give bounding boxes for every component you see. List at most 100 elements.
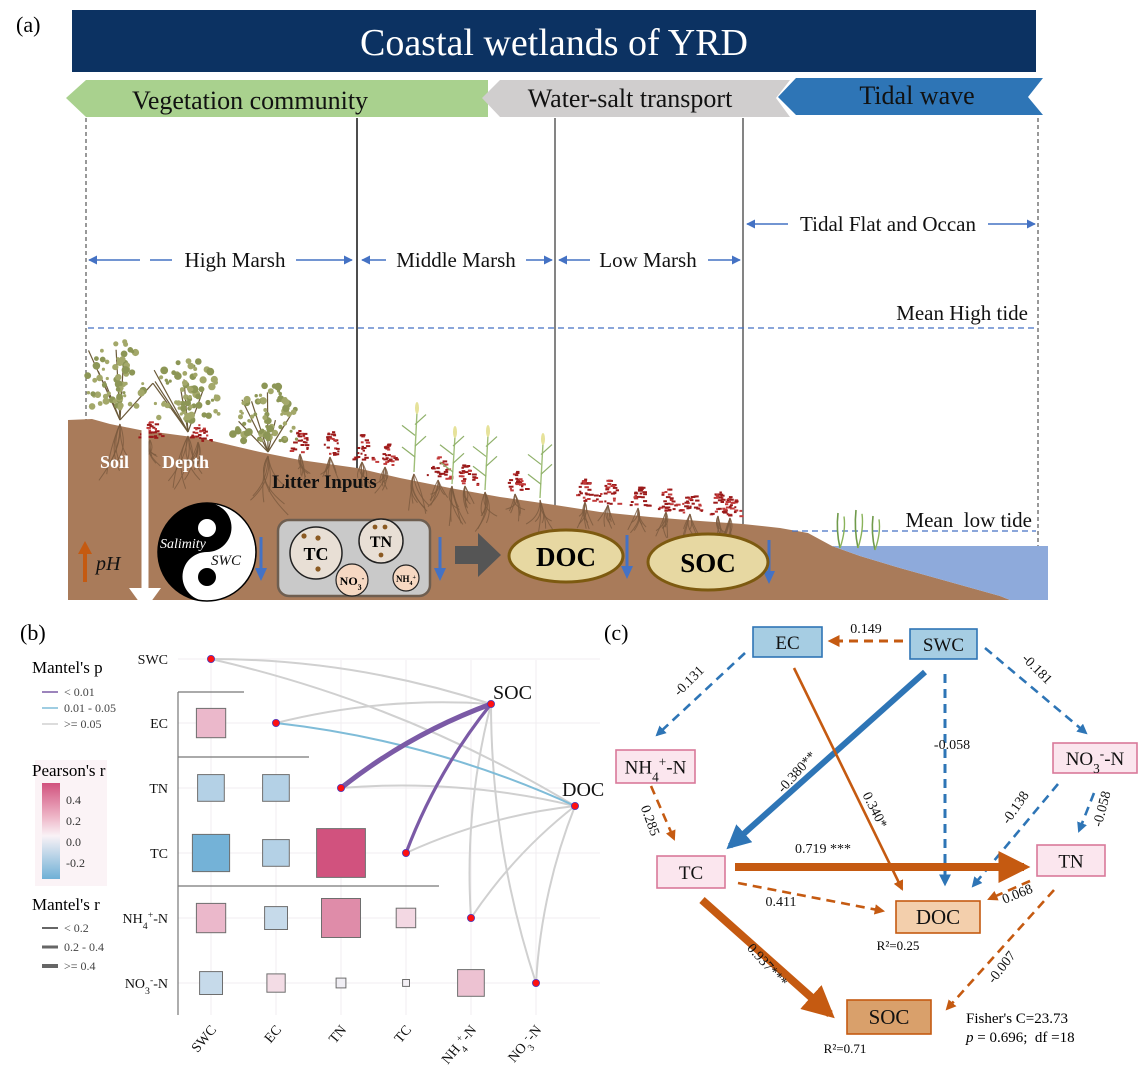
roots-icon bbox=[576, 501, 594, 530]
ph-label: pH bbox=[94, 553, 122, 575]
soil-depth-arrow-icon bbox=[129, 430, 161, 610]
label-part: 3 bbox=[145, 986, 150, 997]
mantel-edge-ec-soc bbox=[275, 701, 492, 724]
suaeda-plant-icon bbox=[722, 496, 744, 518]
sem-node-swc: SWC bbox=[909, 628, 978, 660]
depth-label: Depth bbox=[162, 452, 209, 472]
col-label-swc: SWC bbox=[189, 1023, 220, 1056]
correlation-square-no3-tn bbox=[335, 977, 347, 989]
pearson-colorbar bbox=[42, 783, 60, 879]
matrix-nodes bbox=[206, 655, 580, 988]
roots-icon bbox=[462, 485, 475, 515]
label-part: + bbox=[454, 1032, 466, 1044]
label-part: SWC bbox=[189, 1023, 220, 1056]
colorbar-tick: -0.2 bbox=[66, 856, 85, 870]
panel-b-label: (b) bbox=[20, 620, 46, 645]
sem-node-doc: DOC bbox=[895, 900, 981, 934]
node-box bbox=[1036, 844, 1106, 877]
path-coef-tc-tn: 0.719 *** bbox=[795, 842, 851, 857]
path-coef-ec-nh4: -0.131 bbox=[671, 663, 707, 699]
label-part: -N bbox=[666, 758, 686, 779]
label-part: - bbox=[150, 975, 153, 986]
correlation-square-tc-ec bbox=[262, 839, 290, 867]
path-swc-to-tc bbox=[726, 669, 927, 850]
r2-doc: R²=0.25 bbox=[877, 938, 920, 953]
mantel-edge-swc-soc bbox=[210, 658, 492, 705]
label-part: 3 bbox=[525, 1042, 537, 1053]
path-ec-to-nh4 bbox=[655, 652, 746, 737]
label-part: 4 bbox=[143, 921, 148, 932]
roots-icon bbox=[627, 507, 647, 534]
roots-icon bbox=[408, 473, 430, 514]
node-box bbox=[752, 626, 823, 658]
target-label-doc: DOC bbox=[562, 779, 604, 801]
suaeda-plant-icon bbox=[190, 424, 213, 442]
col-label-tc: TC bbox=[392, 1023, 415, 1046]
legend-title: Mantel's r bbox=[32, 895, 100, 914]
node-label: SWC bbox=[923, 635, 964, 656]
p-df-values: = 0.696; df =18 bbox=[974, 1030, 1075, 1046]
path-coef-tc-soc: 0.937*** bbox=[743, 941, 789, 990]
path-tn-to-soc bbox=[945, 889, 1055, 1011]
particle-dots bbox=[301, 524, 388, 572]
label-part: -N bbox=[1104, 749, 1124, 770]
correlation-squares bbox=[191, 707, 485, 997]
colorbar-tick: 0.2 bbox=[66, 814, 81, 828]
mean-low-tide-label: Mean low tide bbox=[905, 508, 1032, 532]
zone-labels bbox=[88, 219, 1036, 265]
row-label-tc: TC bbox=[150, 847, 168, 862]
tn-pool-circle bbox=[358, 518, 404, 564]
col-label-tn: TN bbox=[327, 1023, 350, 1047]
legend-title: Pearson's r bbox=[32, 761, 106, 780]
legend-item: >= 0.4 bbox=[64, 959, 96, 973]
yin-yang-icon bbox=[157, 502, 257, 602]
roots-icon bbox=[505, 493, 526, 522]
reed-plant-icon bbox=[472, 425, 498, 491]
path-nh4-to-tc bbox=[649, 785, 676, 841]
zone-label-middle-marsh: Middle Marsh bbox=[396, 248, 516, 272]
suaeda-plant-icon bbox=[507, 470, 530, 492]
ribbon-label-vegetation: Vegetation community bbox=[132, 86, 368, 115]
no3-pool-label: NO3- bbox=[340, 574, 365, 592]
vegetation bbox=[84, 339, 881, 551]
row-label-no3: NO3--N bbox=[125, 975, 168, 997]
suaeda-plant-icon bbox=[375, 443, 399, 466]
node-box bbox=[1052, 742, 1138, 774]
label-part: -N bbox=[459, 1023, 480, 1044]
label-part: + bbox=[413, 575, 417, 581]
panel-b: (b) Mantel's p < 0.01 0.01 - 0.05 >= 0.0… bbox=[20, 620, 604, 1067]
legend-title: Mantel's p bbox=[32, 658, 103, 677]
path-tc-to-doc bbox=[737, 881, 886, 915]
legend-item: < 0.01 bbox=[64, 685, 95, 699]
p-symbol: p bbox=[965, 1030, 974, 1046]
node-box bbox=[846, 999, 932, 1035]
label-part: TC bbox=[679, 863, 703, 884]
fisher-c-text: Fisher's C=23.73 bbox=[966, 1011, 1068, 1027]
sem-paths: 0.149-0.131-0.181-0.380**0.340*-0.0580.2… bbox=[637, 622, 1115, 1019]
variable-node-no3 bbox=[532, 979, 541, 988]
row-label-nh4: NH4+-N bbox=[123, 910, 168, 932]
nutrient-pool-box: TC TN NO3- NH4+ bbox=[276, 518, 432, 598]
roots-icon bbox=[655, 511, 669, 539]
label-part: TN bbox=[327, 1023, 350, 1047]
soil-label: Soil bbox=[100, 452, 129, 472]
reed-plant-icon bbox=[401, 402, 427, 473]
roots-icon bbox=[320, 456, 341, 485]
label-part: NO bbox=[340, 574, 358, 588]
panel-a: (a) Coastal wetlands of YRD Vegetation c… bbox=[16, 10, 1048, 610]
nh4-pool-label: NH4+ bbox=[396, 574, 417, 587]
flow-arrow-icon bbox=[455, 533, 501, 577]
matrix-frame bbox=[177, 691, 439, 1015]
correlation-square-tn-ec bbox=[262, 774, 290, 802]
target-label-soc: SOC bbox=[493, 682, 532, 704]
colorbar-tick: 0.4 bbox=[66, 793, 81, 807]
sem-node-tc: TC bbox=[656, 855, 726, 889]
label-part: 3 bbox=[1093, 761, 1100, 776]
shrub-icon bbox=[152, 358, 221, 433]
roots-icon bbox=[448, 485, 467, 526]
legend-item: 0.01 - 0.05 bbox=[64, 701, 116, 715]
variable-node-nh4 bbox=[466, 914, 475, 923]
ribbon-vegetation-community bbox=[66, 80, 488, 117]
mantel-edge-ec-doc bbox=[275, 722, 576, 807]
